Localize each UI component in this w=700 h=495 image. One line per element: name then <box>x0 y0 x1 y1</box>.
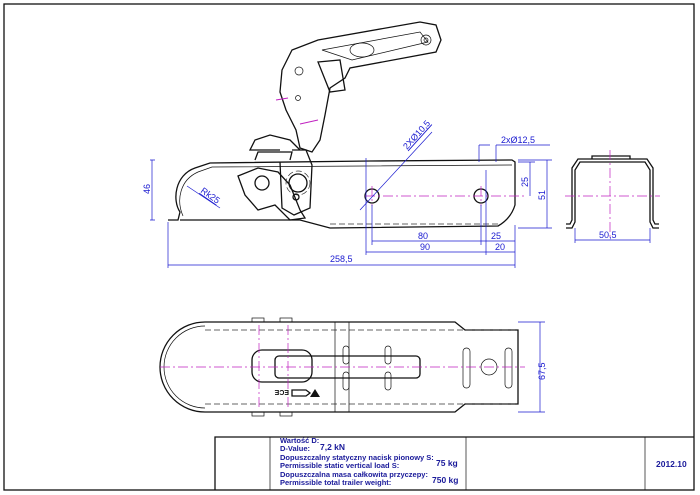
trailer-weight-label-pl: Dopuszczalna masa całkowita przyczepy: <box>280 470 428 479</box>
dim-hole-height: 25 <box>520 177 530 187</box>
ball-pin <box>288 173 308 193</box>
title-block: Wartość D: D-Value: 7,2 kN Dopuszczalny … <box>214 436 694 490</box>
dim-total-length: 258,5 <box>330 254 353 264</box>
warning-icon <box>310 389 320 397</box>
dim-top-width: 67,5 <box>537 362 547 380</box>
coupling-handle <box>248 21 442 153</box>
d-value: 7,2 kN <box>320 442 345 452</box>
dim-hole-spacing: 80 <box>418 231 428 241</box>
trailer-weight-value: 750 kg <box>432 475 458 485</box>
static-load-label-en: Permissible static vertical load S: <box>280 461 399 470</box>
drawing-date: 2012.10 <box>656 459 687 469</box>
static-load-value: 75 kg <box>436 458 458 468</box>
top-view: ECE 67,5 <box>159 317 547 417</box>
dim-hole-large: 2xØ12,5 <box>501 135 535 145</box>
dim-height-right: 51 <box>537 190 547 200</box>
ece-marking: ECE <box>274 388 289 395</box>
dim-right-offset-top: 25 <box>491 231 501 241</box>
dim-right-offset-bottom: 20 <box>495 242 505 252</box>
trailer-weight-label-en: Permissible total trailer weight: <box>280 478 391 487</box>
dim-section-width: 50,5 <box>599 230 617 240</box>
dim-height-left: 46 <box>142 184 152 194</box>
d-value-label-en: D-Value: <box>280 444 310 453</box>
cross-section-view: 50,5 <box>565 150 660 243</box>
static-load-label-pl: Dopuszczalny statyczny nacisk pionowy S: <box>280 453 434 462</box>
dim-slot-length: 90 <box>420 242 430 252</box>
dim-radius: Rk25 <box>199 185 222 205</box>
side-view: 46 Rk25 2XØ10,5 2xØ12,5 80 90 25 20 258,… <box>142 21 552 268</box>
latch-pin <box>254 175 270 191</box>
dim-hole-small: 2XØ10,5 <box>401 118 432 151</box>
drawing-frame <box>3 3 695 491</box>
d-value-label-pl: Wartość D: <box>280 436 319 445</box>
